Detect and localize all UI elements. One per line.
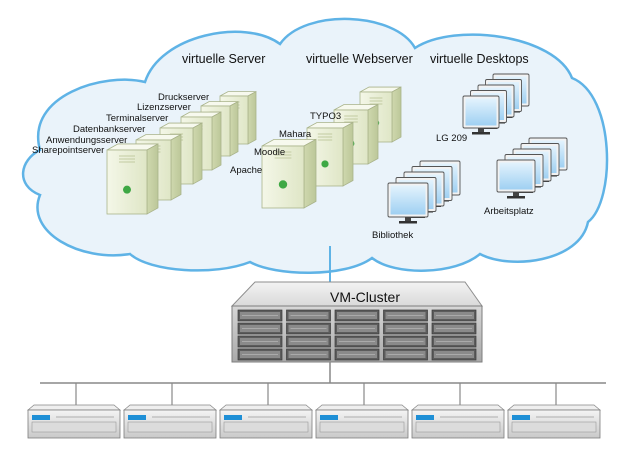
host-status-light — [128, 415, 146, 420]
server-label-anwendungsserver: Anwendungsserver — [46, 135, 128, 146]
host-status-light — [512, 415, 530, 420]
host-node-3 — [219, 383, 313, 439]
lg209-monitor-1 — [462, 95, 500, 135]
desktop-label-bibliothek: Bibliothek — [372, 230, 414, 241]
webserver-label-apache: Apache — [230, 165, 263, 176]
server-label-terminalserver: Terminalserver — [106, 113, 169, 124]
server-label-lizenzserver: Lizenzserver — [137, 102, 191, 113]
group-label-server: virtuelle Server — [182, 52, 266, 66]
lg209-monitors — [462, 73, 530, 135]
host-node-6 — [507, 383, 601, 439]
bibliothek-monitors — [387, 160, 461, 224]
desktop-label-lg209: LG 209 — [436, 133, 468, 144]
host-node-2 — [123, 383, 217, 439]
group-label-desktops: virtuelle Desktops — [430, 52, 529, 66]
vm-cluster-rack — [230, 281, 483, 363]
virtual-webserver-stack — [261, 86, 402, 209]
host-node-5 — [411, 383, 505, 439]
bibliothek-monitor-1 — [387, 182, 429, 224]
host-status-light — [320, 415, 338, 420]
host-status-light — [32, 415, 50, 420]
cluster-label: VM-Cluster — [330, 289, 401, 305]
webserver-label-moodle: Moodle — [254, 147, 286, 158]
server-label-datenbankserver: Datenbankserver — [73, 124, 146, 135]
server-sharepointserver-led — [123, 185, 131, 194]
arbeitsplatz-monitors — [496, 137, 568, 199]
server-label-sharepointserver: Sharepointserver — [32, 145, 105, 156]
webserver-label-typo3: TYPO3 — [310, 111, 342, 122]
server-sharepointserver — [106, 143, 159, 215]
webserver-moodle-led — [321, 160, 329, 168]
virtual-server-stack — [106, 90, 257, 215]
physical-hosts — [27, 383, 601, 439]
group-label-webserver: virtuelle Webserver — [306, 52, 413, 66]
host-status-light — [416, 415, 434, 420]
webserver-apache — [261, 138, 317, 209]
virtual-desktop-groups — [387, 73, 568, 224]
webserver-label-mahara: Mahara — [279, 129, 312, 140]
desktop-label-arbeitsplatz: Arbeitsplatz — [484, 206, 534, 217]
arbeitsplatz-monitor-1 — [496, 159, 536, 199]
host-status-light — [224, 415, 242, 420]
host-node-4 — [315, 383, 409, 439]
host-node-1 — [27, 383, 121, 439]
server-label-druckserver: Druckserver — [158, 92, 210, 103]
webserver-apache-led — [278, 180, 288, 189]
